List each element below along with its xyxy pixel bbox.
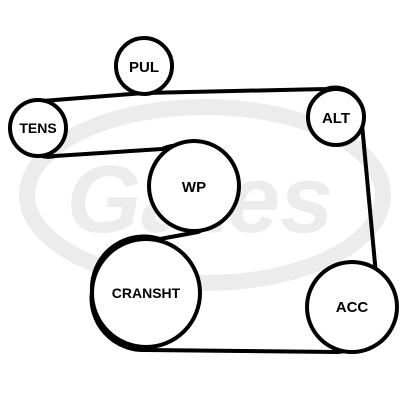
pulley-tens-circle [8,98,68,158]
pulley-alt: ALT [306,87,366,147]
pulley-pul: PUL [114,36,174,96]
pulley-wp: WP [147,139,241,233]
pulley-acc-label: ACC [336,299,369,316]
watermark-ellipse [19,99,391,291]
pulley-tens: TENS [8,98,68,158]
pulley-wp-circle [147,139,241,233]
pulley-crankshaft-label: CRANSHT [112,285,181,301]
pulley-pul-circle [114,36,174,96]
pulley-crankshaft-circle [90,237,202,349]
pulley-acc-circle [305,260,399,354]
pulley-pul-label: PUL [129,59,159,76]
pulley-acc: ACC [305,260,399,354]
pulley-crankshaft: CRANSHT [90,237,202,349]
pulley-alt-circle [306,87,366,147]
pulley-wp-label: WP [182,179,206,196]
pulley-tens-label: TENS [19,120,56,136]
pulley-alt-label: ALT [322,110,350,127]
